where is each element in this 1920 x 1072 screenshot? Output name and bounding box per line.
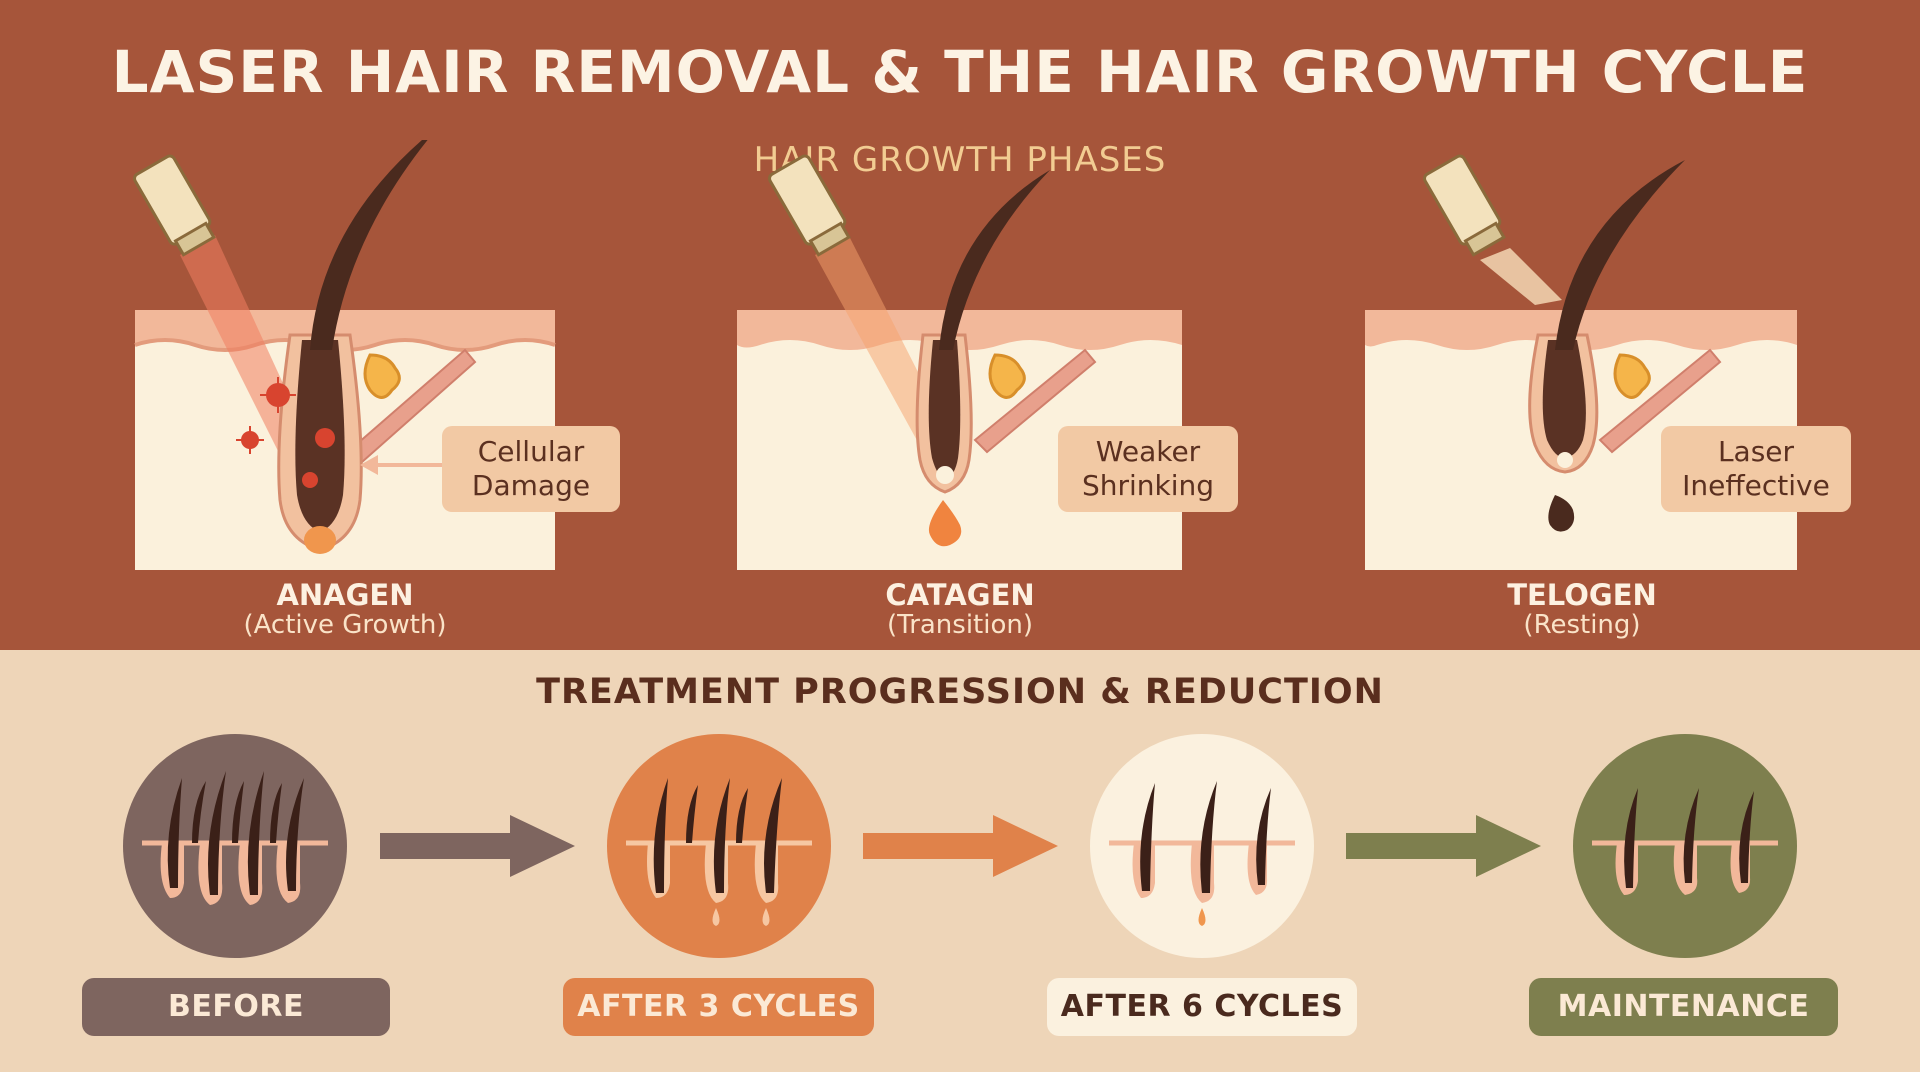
anagen-callout-line-1: Cellular <box>477 435 585 468</box>
catagen-callout: Weaker Shrinking <box>1058 426 1238 512</box>
after-3-cycles-stage-icon <box>607 734 831 958</box>
arrector-muscle <box>973 348 1097 454</box>
anagen-callout-line-2: Damage <box>471 469 591 502</box>
sebaceous-gland <box>988 353 1026 399</box>
anagen-description: (Active Growth) <box>243 610 447 640</box>
sebaceous-gland <box>1613 353 1651 399</box>
progression-arrow-3 <box>1346 815 1541 877</box>
phases-section-title: HAIR GROWTH PHASES <box>753 140 1167 180</box>
anagen-name: ANAGEN <box>276 578 414 612</box>
epidermis-layer <box>1365 310 1797 350</box>
hair-shaft <box>939 170 1050 350</box>
detaching-papilla <box>928 500 962 547</box>
laser-beam <box>1480 248 1562 305</box>
hair-shaft <box>310 140 428 350</box>
after-3-cycles-label: AFTER 3 CYCLES <box>563 978 874 1036</box>
telogen-callout: Laser Ineffective <box>1661 426 1851 512</box>
club-hair-bulb <box>1548 495 1575 532</box>
sebaceous-gland <box>363 353 401 399</box>
laser-device-icon <box>768 154 851 257</box>
laser-device-icon <box>133 154 216 257</box>
hair-shaft <box>1555 160 1685 350</box>
before-stage-icon <box>123 734 347 958</box>
after-6-cycles-stage-icon <box>1090 734 1314 958</box>
treatment-section-title: TREATMENT PROGRESSION & REDUCTION <box>536 672 1384 712</box>
cellular-damage-icon <box>236 377 335 488</box>
anagen-diagram <box>133 140 556 570</box>
progression-arrow-2 <box>863 815 1058 877</box>
arrector-muscle <box>1598 348 1722 454</box>
page-title: LASER HAIR REMOVAL & THE HAIR GROWTH CYC… <box>111 38 1809 106</box>
telogen-description: (Resting) <box>1523 610 1641 640</box>
maintenance-label: MAINTENANCE <box>1529 978 1838 1036</box>
telogen-name: TELOGEN <box>1507 578 1657 612</box>
catagen-description: (Transition) <box>886 610 1034 640</box>
anagen-callout: Cellular Damage <box>442 426 620 512</box>
before-label: BEFORE <box>82 978 390 1036</box>
catagen-callout-line-1: Weaker <box>1095 435 1201 468</box>
maintenance-stage-icon <box>1573 734 1797 958</box>
after-6-cycles-label: AFTER 6 CYCLES <box>1047 978 1357 1036</box>
laser-device-icon <box>1423 154 1506 257</box>
dermal-papilla <box>304 526 336 554</box>
progression-arrow-1 <box>380 815 575 877</box>
catagen-name: CATAGEN <box>885 578 1035 612</box>
telogen-callout-line-2: Ineffective <box>1682 469 1830 502</box>
epidermis-layer <box>737 310 1182 350</box>
telogen-callout-line-1: Laser <box>1717 435 1795 468</box>
catagen-callout-line-2: Shrinking <box>1081 469 1215 502</box>
